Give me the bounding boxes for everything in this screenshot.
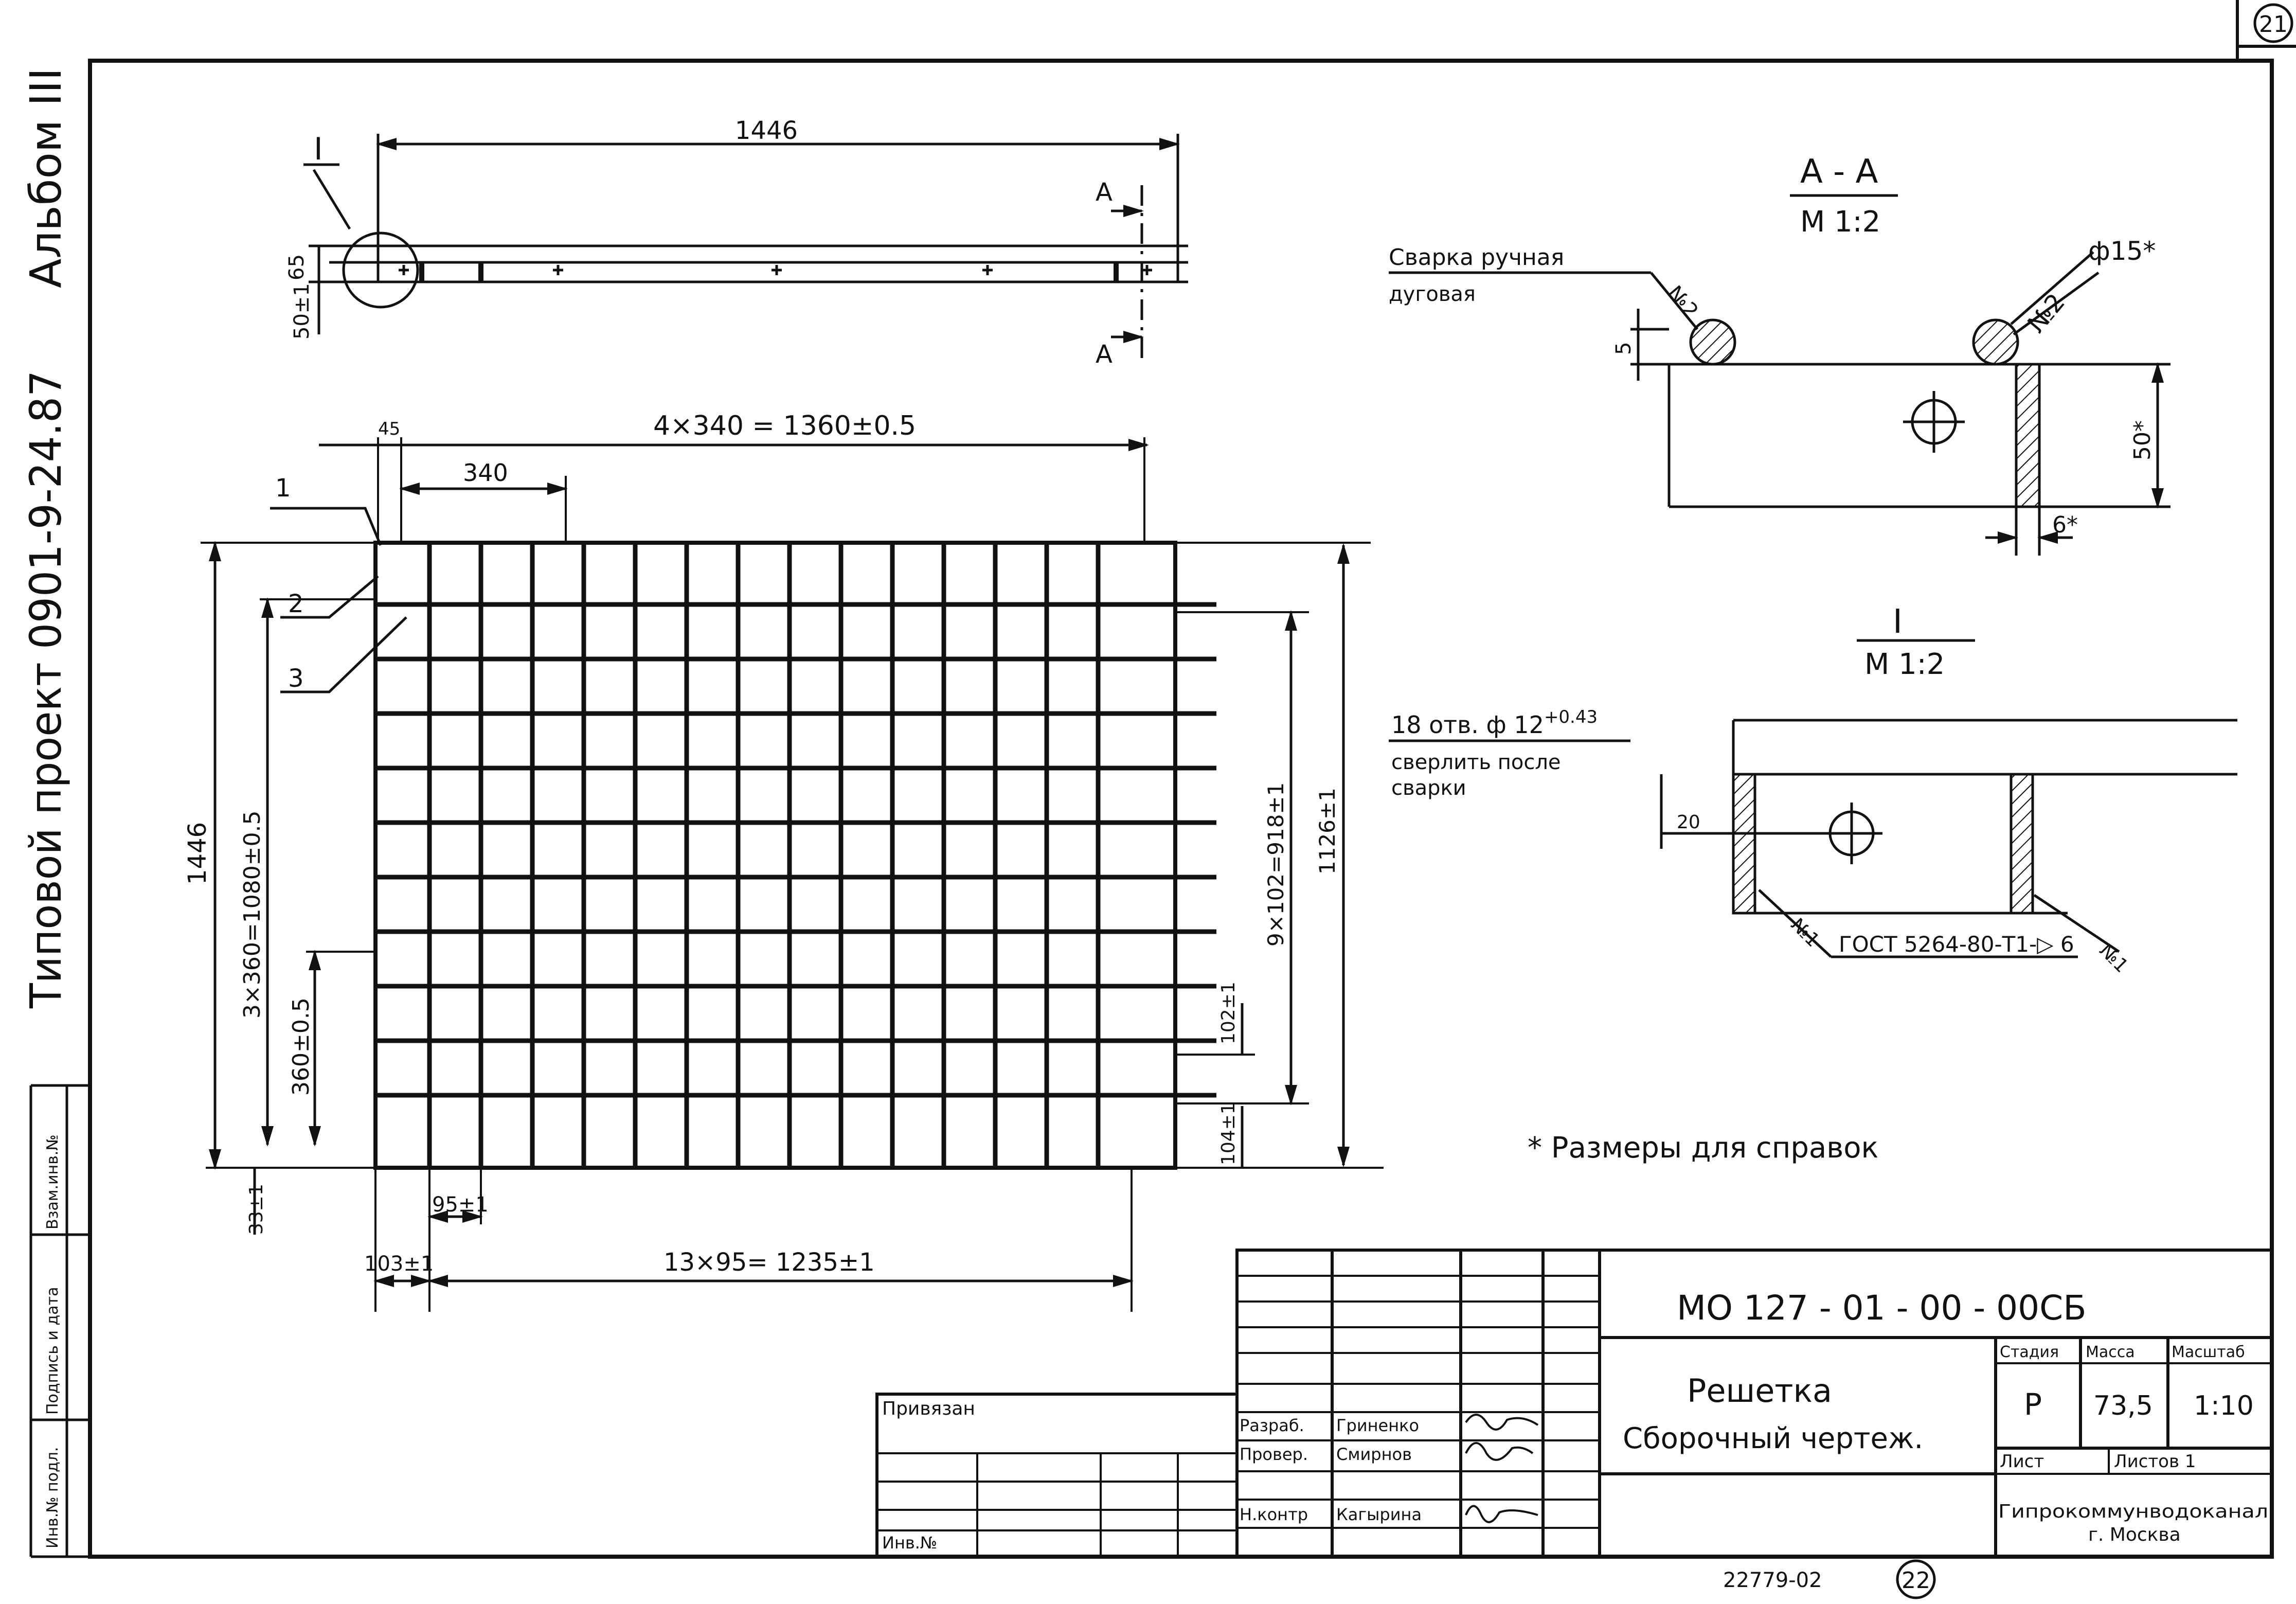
top-view-dim-50: 50±1: [290, 283, 314, 340]
detail-i-dim-20: 20: [1677, 812, 1700, 833]
section-aa-dim-6: 6*: [2052, 512, 2078, 538]
sheet-number-top: 21: [2259, 11, 2288, 38]
prover-label: Провер.: [1240, 1445, 1308, 1464]
detail-i-gost: ГОСТ 5264-80-Т1-▷ 6: [1839, 932, 2074, 957]
plan-dim-1126: 1126±1: [1315, 788, 1340, 875]
title-block-mass: 73,5: [2093, 1391, 2153, 1421]
plan-dim-95: 95±1: [432, 1193, 489, 1217]
section-aa-bar-right: [1972, 318, 2019, 366]
detail-i-pos-1-right: №1: [2095, 940, 2132, 977]
detail-i-callout: I: [314, 131, 323, 167]
detail-i-holes-1: 18 отв. ф 12+0.43: [1391, 707, 1598, 739]
reference-note: * Размеры для справок: [1528, 1131, 1878, 1165]
plan-dim-3x360: 3×360=1080±0.5: [239, 810, 265, 1019]
bottom-sheet-circle: [1896, 1559, 1936, 1599]
title-block-stage-header: Стадия: [2000, 1343, 2059, 1361]
detail-i-holes-3: сварки: [1391, 776, 1466, 800]
title-block-scale-header: Масштаб: [2172, 1343, 2245, 1361]
razrab-label: Разраб.: [1240, 1416, 1304, 1435]
title-block-code: МО 127 - 01 - 00 - 00СБ: [1677, 1288, 2086, 1328]
margin-project: Типовой проект 0901-9-24.87: [21, 370, 71, 1009]
title-block-scale: 1:10: [2194, 1391, 2254, 1421]
plan-dim-102: 102±1: [1218, 982, 1239, 1044]
plan-dim-45: 45: [378, 419, 400, 439]
bottom-code: 22779-02: [1723, 1569, 1822, 1592]
plan-dim-9x102: 9×102=918±1: [1263, 782, 1288, 947]
detail-i-holes-2: сверлить после: [1391, 751, 1561, 774]
sheet-number-circle: [2253, 3, 2293, 43]
signatures: [1465, 1414, 1539, 1523]
section-aa-weld-2: дуговая: [1389, 282, 1476, 306]
detail-i-holes-tolerance: +0.43: [1544, 707, 1598, 727]
title-block-list: Лист: [2000, 1451, 2044, 1472]
title-block: [875, 1249, 2273, 1558]
inv-label: Инв.№: [882, 1533, 937, 1553]
title-block-listov: Листов 1: [2114, 1451, 2196, 1472]
top-view-section-a-top: А: [1096, 178, 1113, 207]
title-block-org-1: Гипрокоммунводоканал: [1998, 1501, 2268, 1522]
section-aa-dim-50: 50*: [2129, 420, 2156, 460]
title-block-mass-header: Масса: [2086, 1343, 2135, 1361]
plan-callout-3: 3: [288, 664, 304, 693]
drawing-frame: [88, 59, 2274, 1559]
plan-callout-1: 1: [275, 474, 291, 503]
top-view-section-a-bottom: А: [1096, 340, 1113, 369]
plan-dim-13x95: 13×95= 1235±1: [663, 1248, 875, 1277]
plan-dim-top-total: 4×340 = 1360±0.5: [653, 411, 916, 441]
plan-callout-2: 2: [288, 590, 304, 618]
detail-i-title: I: [1893, 603, 1903, 641]
detail-i: [1389, 639, 2237, 958]
margin-album: Альбом III: [21, 68, 71, 288]
top-view-length: 1446: [735, 116, 798, 145]
section-aa-title: А - А: [1800, 153, 1878, 191]
top-view-height-65: 65: [285, 254, 309, 280]
plan-dim-1446-vertical: 1446: [183, 822, 212, 885]
sheet-number-bottom: 22: [1902, 1567, 1930, 1594]
privyazan-label: Привязан: [882, 1398, 975, 1419]
prover-name: Смирнов: [1336, 1445, 1412, 1464]
section-aa-bar-left: [1689, 318, 1736, 366]
title-block-org-2: г. Москва: [2088, 1524, 2181, 1545]
nkontr-label: Н.контр: [1240, 1505, 1308, 1524]
section-aa-pos-2-right: №2: [2022, 288, 2071, 338]
section-aa-pos-2-left: №2: [1662, 281, 1702, 323]
plan-dim-340: 340: [463, 459, 508, 487]
detail-i-scale: М 1:2: [1864, 648, 1945, 681]
plan-dim-103: 103±1: [364, 1252, 434, 1276]
nkontr-name: Кагырина: [1336, 1505, 1422, 1524]
title-block-name-1: Решетка: [1687, 1372, 1832, 1410]
margin-stamp-vzam: Взам.инв.№: [44, 1134, 62, 1229]
plan-dim-360: 360±0.5: [288, 997, 314, 1096]
plan-view: [201, 437, 1384, 1312]
margin-stamp-signature: Подпись и дата: [44, 1287, 62, 1415]
section-aa-weld-1: Сварка ручная: [1389, 244, 1564, 271]
plan-dim-33: 33±1: [246, 1184, 267, 1235]
title-block-stage: Р: [2024, 1387, 2042, 1422]
title-block-name-2: Сборочный чертеж.: [1623, 1422, 1923, 1455]
top-view: [303, 134, 1188, 360]
section-aa-dim-5: 5: [1612, 342, 1636, 355]
plan-dim-104: 104±1: [1218, 1102, 1239, 1165]
margin-stamp-inv: Инв.№ подл.: [44, 1447, 62, 1548]
section-aa-diameter: ф15*: [2088, 236, 2156, 266]
detail-i-holes-1-text: 18 отв. ф 12: [1391, 711, 1544, 739]
section-aa-scale: М 1:2: [1800, 205, 1880, 239]
section-aa: [1389, 194, 2171, 556]
detail-i-callout-circle: [342, 231, 419, 309]
razrab-name: Гриненко: [1336, 1416, 1419, 1435]
